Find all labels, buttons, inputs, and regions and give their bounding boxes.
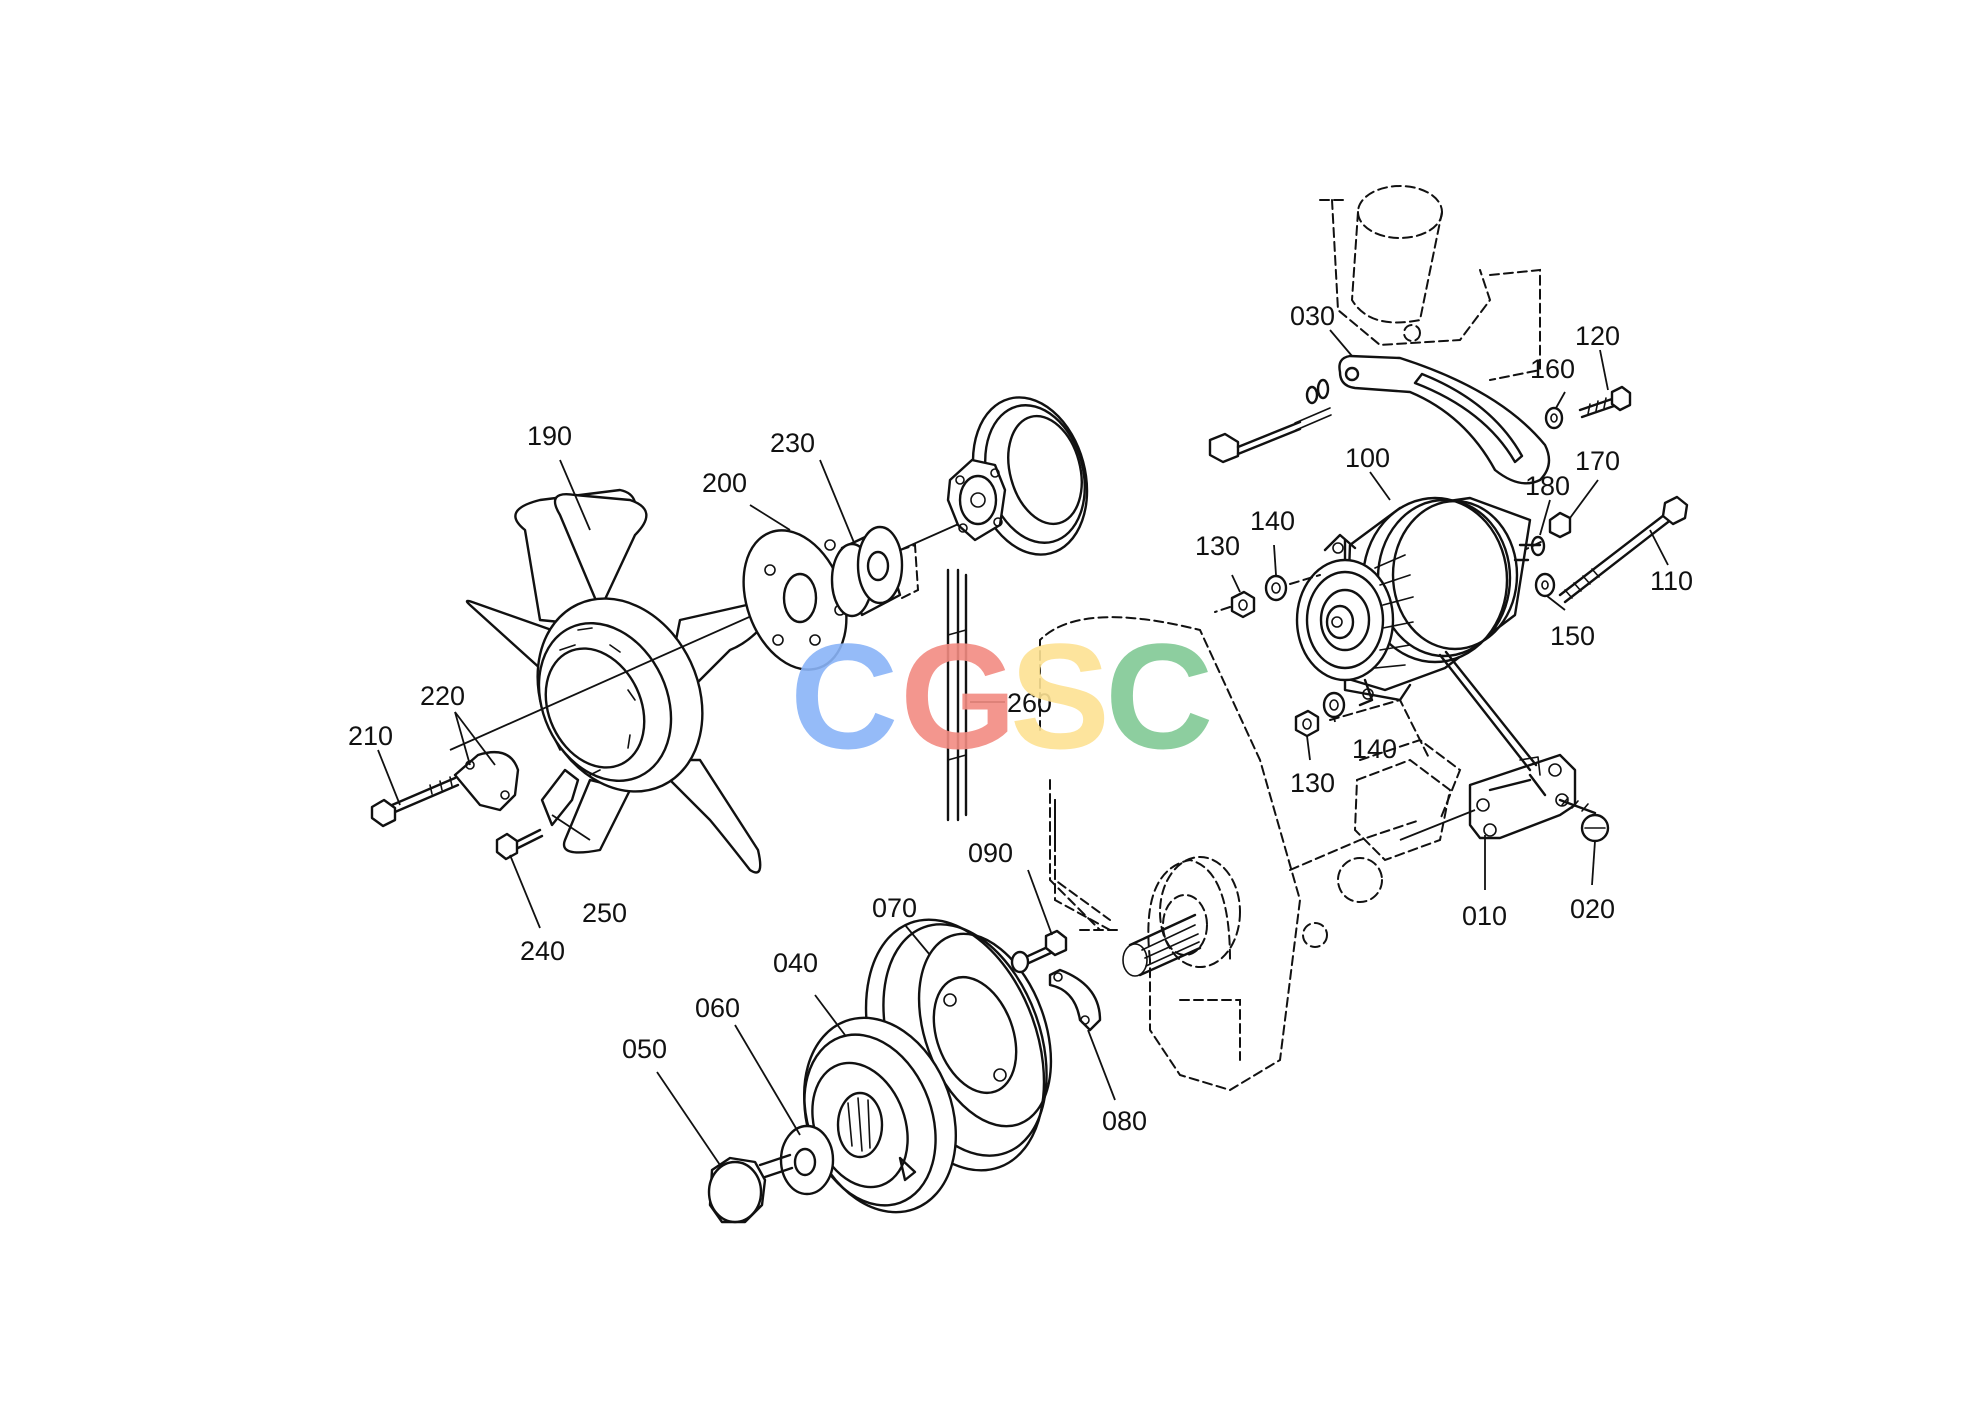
label-060: 060 (695, 993, 740, 1023)
label-030: 030 (1290, 301, 1335, 331)
label-150: 150 (1550, 621, 1595, 651)
label-090: 090 (968, 838, 1013, 868)
label-200: 200 (702, 468, 747, 498)
label-160: 160 (1530, 354, 1575, 384)
label-230: 230 (770, 428, 815, 458)
watermark-letter-g: G (900, 612, 1017, 780)
label-210: 210 (348, 721, 393, 751)
watermark-logo: C G S C (790, 612, 1213, 780)
adjusting-bolt (1208, 378, 1332, 464)
fan-belt (946, 568, 1111, 931)
label-110: 110 (1650, 566, 1693, 596)
label-140-bottom: 140 (1352, 734, 1397, 764)
crank-bolt-and-washer (707, 1124, 835, 1224)
fan-bolts-and-washers (370, 750, 580, 861)
leader-lines (377, 329, 1669, 1166)
label-100: 100 (1345, 443, 1390, 473)
watermark-letter-s: S (1010, 612, 1110, 780)
label-120: 120 (1575, 321, 1620, 351)
water-pump-pulley (946, 396, 1089, 556)
crank-housing (1054, 799, 1241, 977)
nut-130-washer-140-top (1214, 574, 1321, 619)
key-plate (1048, 968, 1102, 1032)
thermostat-housing (1319, 185, 1541, 381)
label-170: 170 (1575, 446, 1620, 476)
alternator-bracket (1353, 753, 1610, 862)
label-130-bottom: 130 (1290, 768, 1335, 798)
label-180: 180 (1525, 471, 1570, 501)
bolt-120-washer-160 (1544, 385, 1632, 430)
label-070: 070 (872, 893, 917, 923)
label-020: 020 (1570, 894, 1615, 924)
label-190: 190 (527, 421, 572, 451)
watermark-letter-c2: C (1105, 612, 1213, 780)
alternator (1295, 496, 1542, 772)
adjusting-plate (1338, 354, 1551, 485)
label-140-top: 140 (1250, 506, 1295, 536)
label-080: 080 (1102, 1106, 1147, 1136)
bolt-110-washer-150 (1534, 495, 1689, 604)
label-240: 240 (520, 936, 565, 966)
cooling-fan (465, 488, 784, 874)
label-130-top: 130 (1195, 531, 1240, 561)
nut-130-washer-140-bottom (1294, 691, 1346, 738)
part-number-callouts: 030 120 160 170 100 180 110 140 130 150 … (348, 301, 1693, 1136)
fan-pulley (830, 525, 920, 618)
label-040: 040 (773, 948, 818, 978)
label-260: 260 (1007, 688, 1052, 718)
label-250: 250 (582, 898, 627, 928)
label-010: 010 (1462, 901, 1507, 931)
bolt-090 (1010, 799, 1068, 974)
label-050: 050 (622, 1034, 667, 1064)
label-220: 220 (420, 681, 465, 711)
watermark-letter-c1: C (790, 612, 898, 780)
